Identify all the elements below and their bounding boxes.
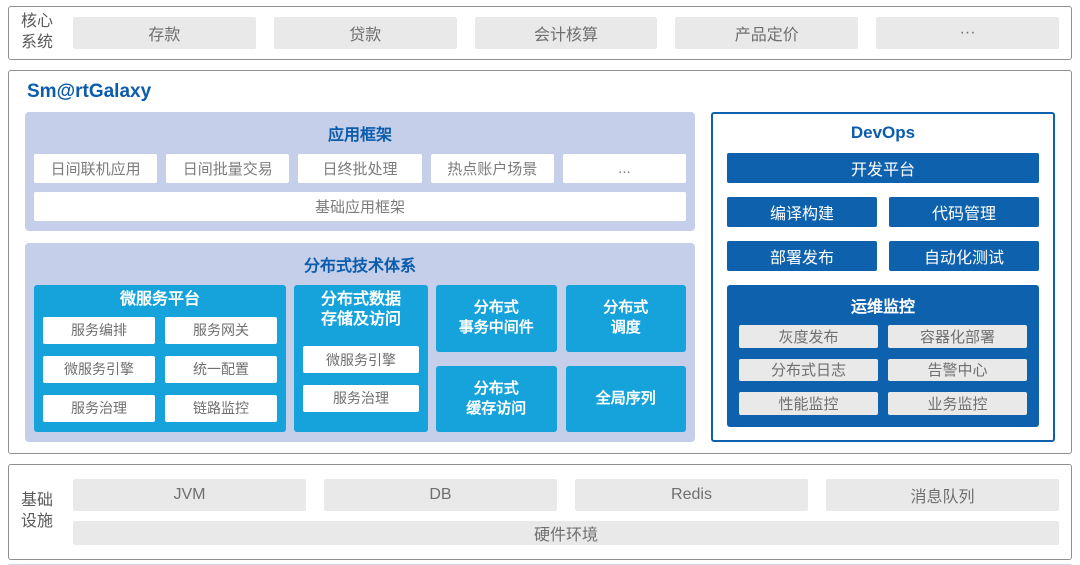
core-systems-label: 核心系统 — [21, 13, 54, 51]
app-framework-row: 日间联机应用 日间批量交易 日终批处理 热点账户场景 ... — [34, 154, 687, 183]
infrastructure-band: 基础设施 JVM DB Redis 消息队列 硬件环境 — [8, 464, 1072, 560]
distributed-block: 分布式 缓存访问 — [436, 365, 557, 432]
devops-tool-grid: 编译构建 代码管理 部署发布 自动化测试 — [727, 197, 1039, 271]
ops-monitor-item: 业务监控 — [888, 392, 1027, 415]
ops-monitor-item: 灰度发布 — [739, 325, 878, 348]
core-system-item: 贷款 — [273, 17, 457, 49]
microservice-item: 服务网关 — [165, 316, 277, 344]
ops-monitor-item: 告警中心 — [888, 358, 1027, 382]
ops-monitor-grid: 灰度发布 容器化部署 分布式日志 告警中心 性能监控 业务监控 — [739, 325, 1027, 415]
distributed-title: 分布式技术体系 — [303, 258, 416, 275]
data-storage-title: 分布式数据 存储及访问 — [320, 291, 401, 328]
infrastructure-item: Redis — [575, 479, 808, 511]
platform-left-column: 应用框架 日间联机应用 日间批量交易 日终批处理 热点账户场景 ... 基础应用… — [25, 112, 695, 442]
data-storage-item: 微服务引擎 — [303, 346, 419, 374]
app-framework-item: 日终批处理 — [298, 154, 422, 183]
distributed-block: 全局序列 — [565, 365, 686, 432]
data-storage-items: 微服务引擎 服务治理 — [303, 335, 419, 423]
microservice-platform-title: 微服务平台 — [119, 291, 200, 308]
core-systems-row: 存款 贷款 会计核算 产品定价 ··· — [73, 17, 1059, 49]
microservice-item: 服务治理 — [43, 394, 155, 422]
microservice-item: 链路监控 — [165, 394, 277, 422]
distributed-block-grid: 分布式 事务中间件 分布式 调度 分布式 缓存访问 全局序列 — [436, 285, 686, 432]
microservice-item: 统一配置 — [165, 355, 277, 383]
devops-tool: 编译构建 — [727, 197, 877, 227]
distributed-block: 分布式 事务中间件 — [436, 285, 557, 352]
infrastructure-body: JVM DB Redis 消息队列 硬件环境 — [73, 479, 1059, 545]
hardware-environment-box: 硬件环境 — [73, 521, 1059, 545]
app-framework-item-ellipsis: ... — [562, 154, 687, 183]
devops-panel: DevOps 开发平台 编译构建 代码管理 部署发布 自动化测试 运维监控 灰度… — [711, 112, 1055, 442]
app-framework-panel: 应用框架 日间联机应用 日间批量交易 日终批处理 热点账户场景 ... 基础应用… — [25, 112, 695, 231]
infrastructure-item: JVM — [73, 479, 306, 511]
ops-monitor-item: 容器化部署 — [888, 325, 1027, 348]
devops-tool: 自动化测试 — [889, 241, 1039, 271]
infrastructure-item: DB — [324, 479, 557, 511]
dev-platform-bar: 开发平台 — [727, 153, 1039, 183]
ops-monitor-box: 运维监控 灰度发布 容器化部署 分布式日志 告警中心 性能监控 业务监控 — [727, 285, 1039, 427]
devops-tool: 部署发布 — [727, 241, 877, 271]
infrastructure-label: 基础设施 — [21, 492, 54, 530]
app-framework-title: 应用框架 — [327, 127, 392, 144]
infrastructure-item: 消息队列 — [826, 479, 1059, 511]
microservice-chip-grid: 服务编排 服务网关 微服务引擎 统一配置 服务治理 链路监控 — [43, 315, 277, 423]
data-storage-item: 服务治理 — [303, 384, 419, 412]
ops-monitor-item: 分布式日志 — [739, 358, 878, 382]
ops-monitor-title: 运维监控 — [850, 299, 915, 316]
ops-monitor-item: 性能监控 — [739, 392, 878, 415]
microservice-platform-box: 微服务平台 服务编排 服务网关 微服务引擎 统一配置 服务治理 链路监控 — [34, 285, 286, 432]
smartgalaxy-panel: Sm@rtGalaxy 应用框架 日间联机应用 日间批量交易 日终批处理 热点账… — [8, 70, 1072, 454]
devops-title: DevOps — [850, 123, 916, 142]
app-framework-item: 日间联机应用 — [34, 154, 158, 183]
app-framework-item: 日间批量交易 — [166, 154, 290, 183]
core-systems-band: 核心系统 存款 贷款 会计核算 产品定价 ··· — [8, 6, 1072, 60]
core-system-item: 会计核算 — [474, 17, 658, 49]
app-framework-item: 热点账户场景 — [430, 154, 554, 183]
devops-tool: 代码管理 — [889, 197, 1039, 227]
distributed-block: 分布式 调度 — [565, 285, 686, 352]
distributed-content: 微服务平台 服务编排 服务网关 微服务引擎 统一配置 服务治理 链路监控 — [34, 285, 686, 432]
infrastructure-row: JVM DB Redis 消息队列 — [73, 479, 1059, 511]
base-app-framework-box: 基础应用框架 — [34, 192, 686, 221]
core-system-item: 产品定价 — [675, 17, 859, 49]
microservice-item: 服务编排 — [43, 316, 155, 344]
platform-title: Sm@rtGalaxy — [27, 81, 152, 102]
data-storage-box: 分布式数据 存储及访问 微服务引擎 服务治理 — [294, 285, 428, 432]
platform-columns: 应用框架 日间联机应用 日间批量交易 日终批处理 热点账户场景 ... 基础应用… — [25, 112, 1055, 442]
core-systems-body: 存款 贷款 会计核算 产品定价 ··· — [73, 17, 1059, 49]
microservice-item: 微服务引擎 — [43, 355, 155, 383]
core-system-item-ellipsis: ··· — [876, 17, 1059, 49]
distributed-panel: 分布式技术体系 微服务平台 服务编排 服务网关 微服务引擎 统一配置 服务治理 … — [25, 243, 695, 442]
core-system-item: 存款 — [73, 17, 256, 49]
